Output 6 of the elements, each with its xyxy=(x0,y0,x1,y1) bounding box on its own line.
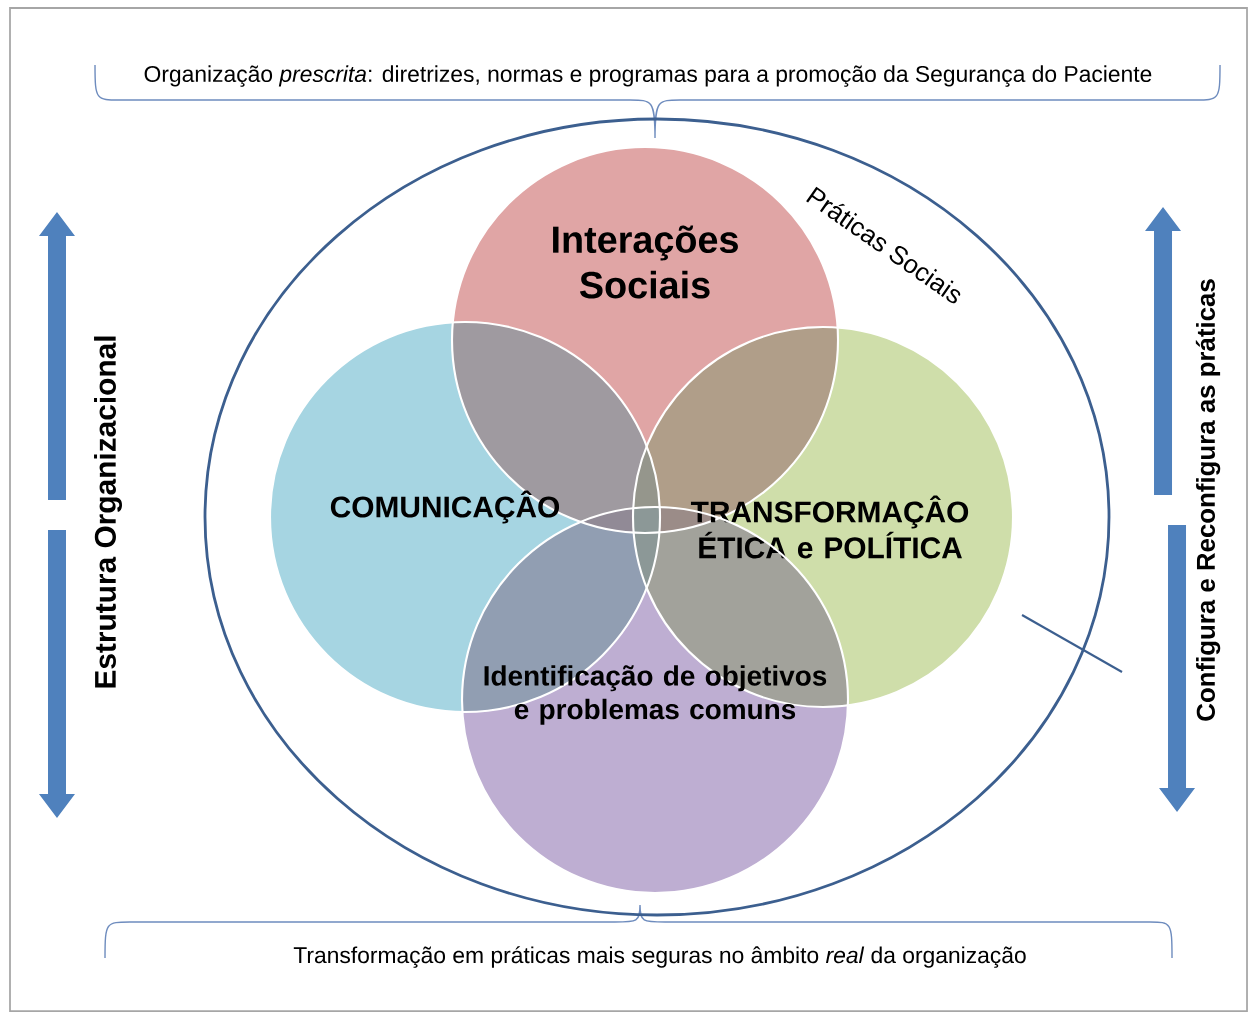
annotation-text: Organização prescrita: diretrizes, normas e programas para a promoção da Segurança do Paciente xyxy=(144,65,1152,87)
axis-label: Estrutura Organizacional xyxy=(94,336,122,688)
annotation-text: Transformação em práticas mais seguras no âmbito real da organização xyxy=(293,946,1026,968)
circle-label: Interações Sociais xyxy=(553,225,738,299)
axis-label: Configura e Reconfigura as práticas xyxy=(1195,279,1221,721)
circle-label: COMUNICAÇÂO xyxy=(330,490,560,524)
